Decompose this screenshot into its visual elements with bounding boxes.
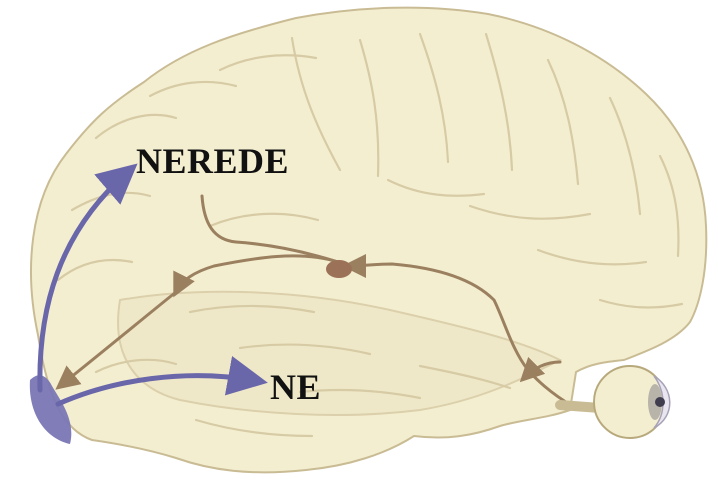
eye-icon	[560, 366, 670, 438]
what-label: NE	[270, 369, 321, 405]
thalamus-node-icon	[326, 260, 352, 278]
where-label: NEREDE	[136, 143, 289, 179]
